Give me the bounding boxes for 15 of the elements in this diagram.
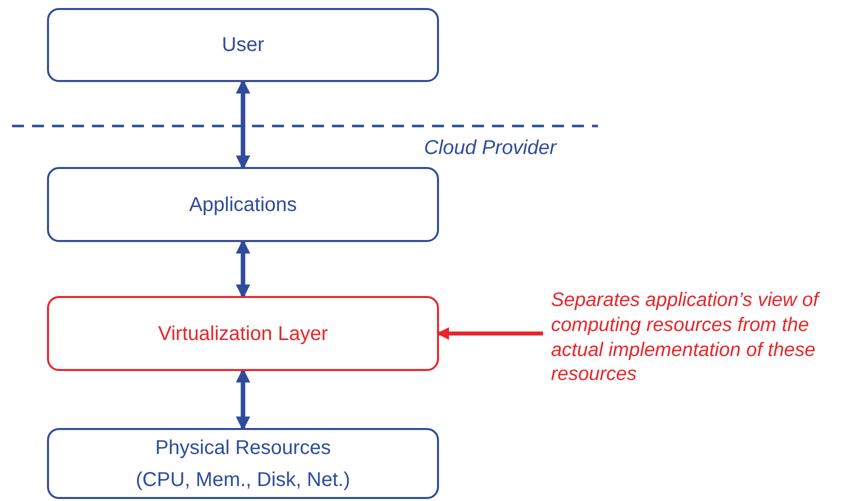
boundary-label: Cloud Provider — [424, 137, 556, 160]
layer-box — [47, 296, 439, 371]
layer-label: User — [222, 33, 264, 58]
double-arrow — [236, 79, 250, 170]
layer-label: Physical Resources — [155, 436, 331, 460]
layer-box — [47, 428, 439, 499]
double-arrow — [236, 239, 250, 299]
note-text: Separates application’s view of computing resources from the actual implementation of these resources — [551, 288, 821, 387]
layer-label: (CPU, Mem., Disk, Net.) — [136, 468, 350, 492]
layer-label: Applications — [189, 192, 297, 218]
layer-box — [47, 167, 439, 242]
arrow — [436, 327, 543, 340]
double-arrow — [236, 368, 250, 431]
layer-box — [47, 8, 439, 82]
layer-label: Virtualization Layer — [158, 322, 328, 346]
